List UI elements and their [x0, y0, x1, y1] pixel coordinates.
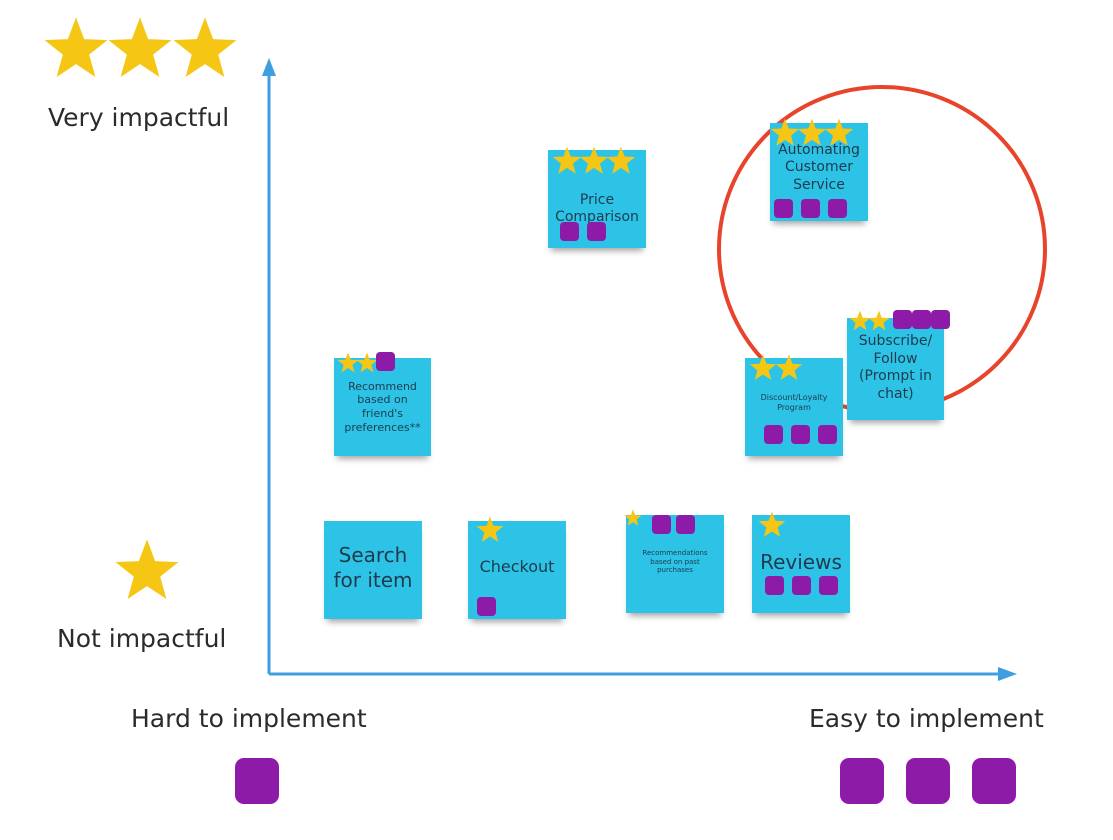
- vote-square: [764, 425, 783, 444]
- impact-axis: [262, 58, 276, 674]
- legend-star-2: [107, 16, 173, 82]
- sticky-note-recommend-friends[interactable]: Recommend based on friend's preferences*…: [334, 352, 431, 456]
- star-icon: [624, 509, 642, 527]
- vote-square: [819, 576, 838, 595]
- one-vote-legend-square: [235, 758, 279, 804]
- star-icon: [868, 310, 890, 332]
- vote-legend-square-3: [972, 758, 1016, 804]
- vote-square: [774, 199, 793, 218]
- sticky-note-automating-customer-service[interactable]: Automating Customer Service: [770, 118, 868, 221]
- legend-star-1: [43, 16, 109, 82]
- sticky-note-label: Search for item: [333, 543, 413, 592]
- sticky-note-checkout[interactable]: Checkout: [468, 516, 566, 619]
- star-icon: [758, 511, 786, 539]
- vote-square: [587, 222, 606, 241]
- effort-axis: [269, 667, 1017, 681]
- sticky-note-label: Discount/Loyalty Program: [760, 393, 828, 412]
- star-icon: [552, 146, 582, 176]
- legend-star-single: [114, 538, 180, 604]
- sticky-note-reviews[interactable]: Reviews: [752, 511, 850, 613]
- vote-square: [893, 310, 912, 329]
- vote-square: [560, 222, 579, 241]
- sticky-note-price-comparison[interactable]: Price Comparison: [548, 146, 646, 248]
- sticky-note-label: Automating Customer Service: [778, 141, 860, 193]
- star-icon: [749, 354, 777, 382]
- star-icon: [356, 352, 378, 374]
- easy-to-implement-label: Easy to implement: [809, 704, 1044, 733]
- sticky-note-label: Recommendations based on past purchases: [642, 548, 708, 575]
- star-icon: [849, 310, 871, 332]
- vote-legend-square-2: [906, 758, 950, 804]
- vote-square: [792, 576, 811, 595]
- sticky-note-label: Checkout: [479, 557, 555, 576]
- hard-to-implement-label: Hard to implement: [131, 704, 367, 733]
- star-icon: [337, 352, 359, 374]
- vote-square: [912, 310, 931, 329]
- sticky-note-subscribe-follow[interactable]: Subscribe/ Follow (Prompt in chat): [847, 310, 950, 420]
- vote-square: [818, 425, 837, 444]
- star-icon: [770, 118, 800, 148]
- sticky-note-recommendations-past[interactable]: Recommendations based on past purchases: [624, 509, 724, 613]
- legend-star-3: [172, 16, 238, 82]
- very-impactful-label: Very impactful: [48, 103, 230, 132]
- sticky-note-discount-loyalty[interactable]: Discount/Loyalty Program: [745, 354, 843, 456]
- vote-square: [676, 515, 695, 534]
- vote-square: [801, 199, 820, 218]
- star-icon: [824, 118, 854, 148]
- vote-square: [376, 352, 395, 371]
- star-icon: [775, 354, 803, 382]
- sticky-note-search-for-item[interactable]: Search for item: [324, 521, 422, 619]
- star-icon: [797, 118, 827, 148]
- star-icon: [579, 146, 609, 176]
- vote-square: [931, 310, 950, 329]
- star-icon: [476, 516, 504, 544]
- vote-square: [477, 597, 496, 616]
- vote-square: [828, 199, 847, 218]
- vote-square: [652, 515, 671, 534]
- sticky-note-label: Subscribe/ Follow (Prompt in chat): [858, 333, 933, 402]
- sticky-note-label: Recommend based on friend's preferences*…: [344, 379, 421, 434]
- vote-legend-square-1: [840, 758, 884, 804]
- sticky-note-label: Reviews: [760, 549, 842, 574]
- vote-square: [765, 576, 784, 595]
- star-icon: [606, 146, 636, 176]
- not-impactful-label: Not impactful: [57, 624, 227, 653]
- vote-square: [791, 425, 810, 444]
- sticky-note-label: Price Comparison: [555, 191, 639, 226]
